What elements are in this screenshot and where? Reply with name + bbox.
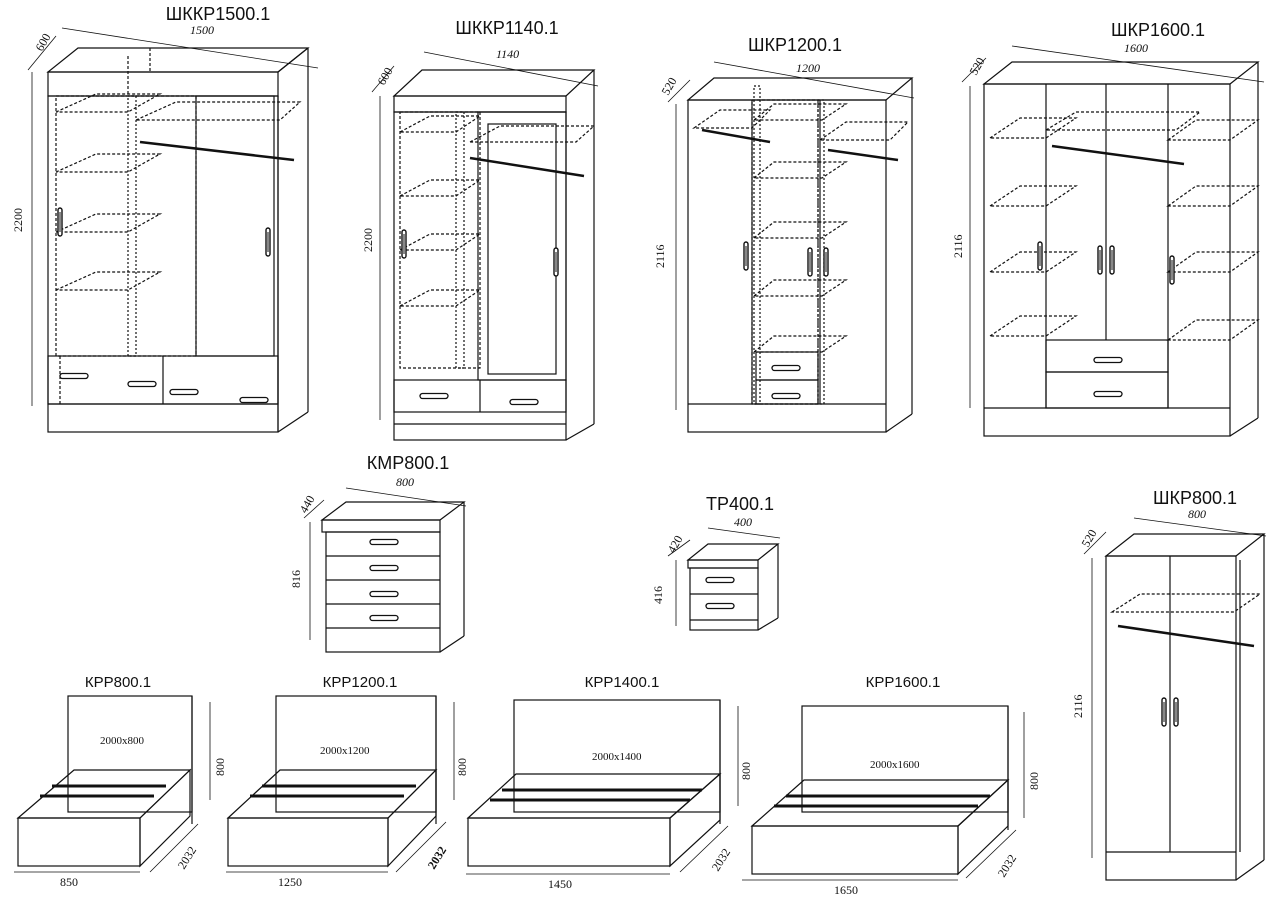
- dim-tr400-height: 416: [651, 586, 665, 604]
- dim-shkr800-width: 800: [1188, 507, 1206, 521]
- dim-shkkr1500-width: 1500: [190, 23, 214, 37]
- dim-shkkr1500-depth: 600: [32, 31, 53, 54]
- dim-krr800-depth: 2032: [175, 844, 200, 872]
- dim-krr1600-depth: 2032: [995, 852, 1020, 880]
- drawing-shkkr1140: [371, 51, 599, 441]
- dim-krr1200-width: 1250: [278, 875, 302, 889]
- dim-shkr1200-width: 1200: [796, 61, 820, 75]
- dim-shkr1600-width: 1600: [1124, 41, 1148, 55]
- mattress-krr1600: 2000x1600: [870, 759, 920, 771]
- dim-shkr1600-height: 2116: [951, 234, 965, 258]
- dim-shkkr1140-height: 2200: [361, 228, 375, 252]
- drawing-tr400: [667, 527, 781, 631]
- title-shkr1600: ШКР1600.1: [1110, 20, 1206, 40]
- dim-shkr800-height: 2116: [1071, 694, 1085, 718]
- dim-shkr800-depth: 520: [1078, 527, 1099, 550]
- dim-krr1600-height: 800: [1027, 772, 1041, 790]
- dim-krr800-width: 850: [60, 875, 78, 889]
- drawing-shkr1200: [667, 61, 915, 433]
- dim-tr400-width: 400: [734, 515, 752, 529]
- drawing-krr1200: [226, 695, 455, 873]
- title-shkkr1500: ШККР1500.1: [165, 4, 271, 24]
- drawing-shkkr1500: [27, 27, 319, 433]
- title-krr800: КРР800.1: [84, 674, 152, 691]
- drawing-krr1600: [742, 705, 1025, 881]
- dim-krr1400-height: 800: [739, 762, 753, 780]
- drawing-krr1400: [466, 699, 739, 875]
- dim-kmr800-height: 816: [289, 570, 303, 588]
- title-shkkr1140: ШККР1140.1: [455, 18, 559, 38]
- title-krr1400: КРР1400.1: [584, 674, 660, 691]
- title-krr1600: КРР1600.1: [865, 674, 941, 691]
- dim-krr1400-width: 1450: [548, 877, 572, 891]
- dim-shkkr1500-height: 2200: [11, 208, 25, 232]
- drawing-krr800: [14, 695, 211, 873]
- dim-krr800-height: 800: [213, 758, 227, 776]
- title-shkr800: ШКР800.1: [1152, 488, 1238, 508]
- dim-kmr800-width: 800: [396, 475, 414, 489]
- drawing-kmr800: [303, 487, 467, 653]
- dim-krr1200-depth: 2032: [425, 844, 450, 872]
- mattress-krr1400: 2000x1400: [592, 751, 642, 763]
- dim-kmr800-depth: 440: [296, 493, 317, 516]
- dim-krr1200-height: 800: [455, 758, 469, 776]
- title-kmr800: КМР800.1: [366, 453, 450, 473]
- title-shkr1200: ШКР1200.1: [747, 35, 843, 55]
- mattress-krr800: 2000x800: [100, 735, 145, 747]
- dim-shkkr1140-width: 1140: [496, 47, 519, 61]
- dim-shkr1200-height: 2116: [653, 244, 667, 268]
- dim-tr400-depth: 420: [664, 533, 685, 556]
- dim-krr1600-width: 1650: [834, 883, 858, 897]
- drawing-shkr1600: [961, 45, 1265, 437]
- drawing-shkr800: [1083, 517, 1267, 881]
- title-krr1200: КРР1200.1: [322, 674, 398, 691]
- title-tr400: ТР400.1: [705, 494, 775, 514]
- mattress-krr1200: 2000x1200: [320, 745, 370, 757]
- dim-krr1400-depth: 2032: [709, 846, 734, 874]
